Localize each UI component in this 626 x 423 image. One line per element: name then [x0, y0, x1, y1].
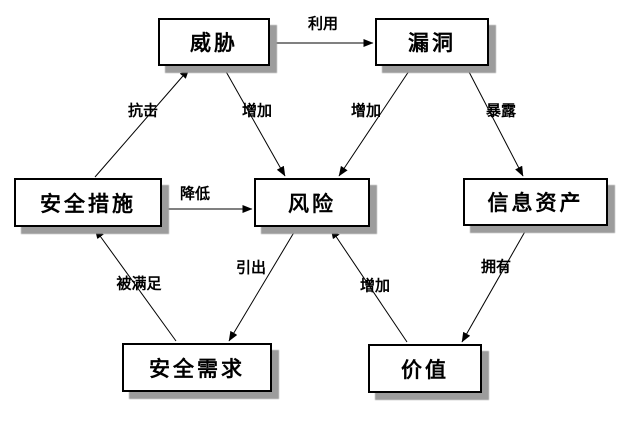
node-information-assets: 信息资产	[463, 178, 608, 226]
node-threat: 威胁	[158, 18, 270, 66]
edge-risk-requirements-line	[228, 228, 297, 342]
node-security-requirements: 安全需求	[122, 343, 272, 392]
edge-label-reduce: 降低	[179, 184, 211, 203]
edge-threat-risk-line	[223, 67, 286, 177]
edge-label-increase-value: 增加	[359, 276, 391, 295]
edge-vulnerability-risk-line	[338, 67, 412, 177]
edge-measures-threat-line	[94, 68, 190, 178]
node-vulnerability: 漏洞	[375, 18, 489, 66]
node-risk: 风险	[254, 178, 370, 227]
edge-value-risk-line	[330, 228, 408, 343]
edge-label-increase-threat: 增加	[241, 101, 273, 120]
edge-label-increase-vulnerability: 增加	[350, 101, 382, 120]
edge-assets-value-line	[461, 227, 528, 343]
edge-label-expose: 暴露	[485, 101, 517, 120]
node-security-measures: 安全措施	[14, 178, 162, 227]
edge-label-exploit: 利用	[307, 14, 339, 33]
node-value: 价值	[368, 344, 482, 393]
edge-label-leads-to: 引出	[235, 258, 267, 277]
edge-label-resist: 抗击	[127, 101, 159, 120]
edge-requirements-measures-line	[94, 228, 177, 342]
edge-label-possess: 拥有	[480, 257, 512, 276]
edge-vulnerability-assets-line	[466, 67, 524, 177]
edge-label-satisfied-by: 被满足	[116, 274, 162, 293]
